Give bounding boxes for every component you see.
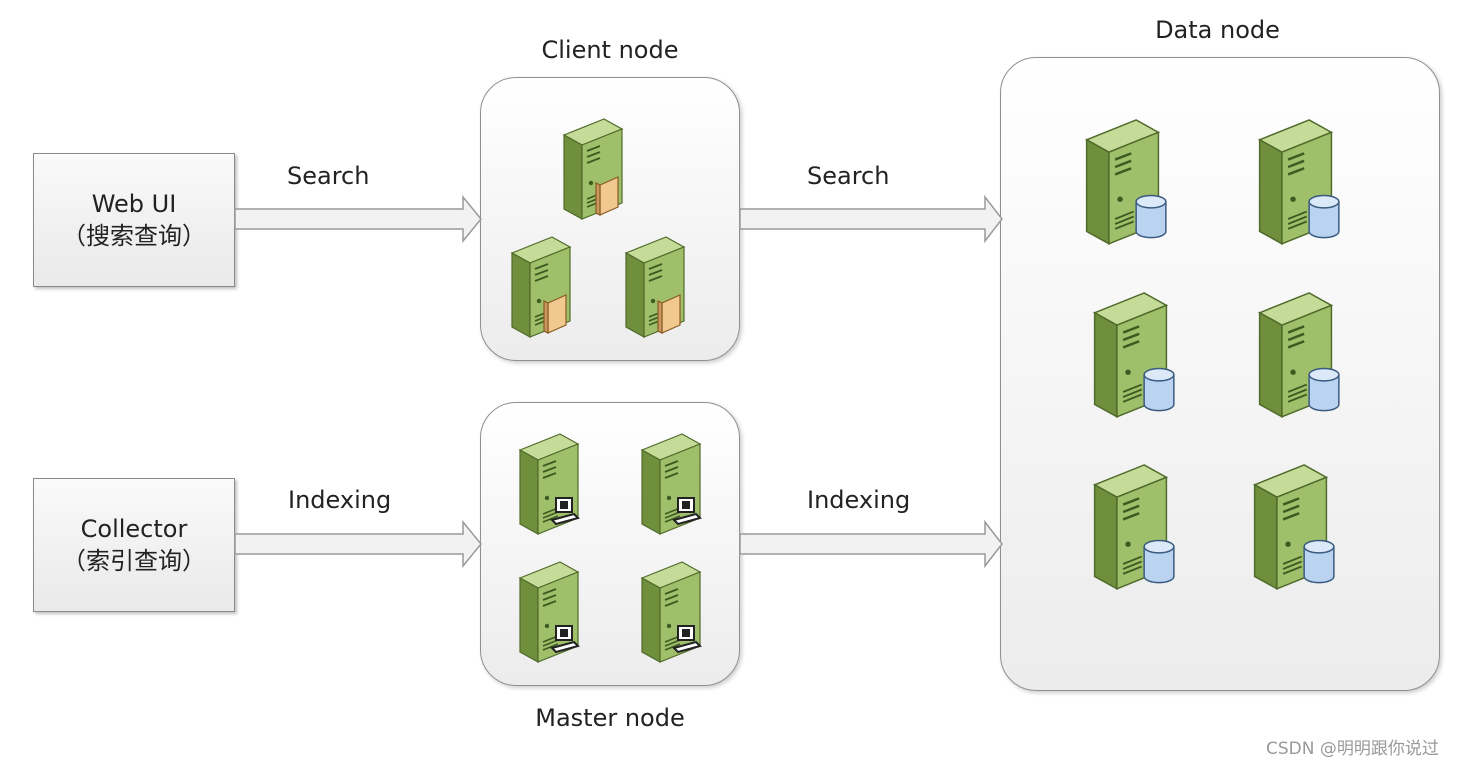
search-label-right: Search (807, 162, 890, 190)
web-ui-title: Web UI (91, 190, 177, 218)
data-node-title: Data node (1155, 16, 1280, 44)
client-server-3 (625, 236, 685, 338)
client-server-1 (563, 118, 623, 220)
data-node-group (1000, 57, 1440, 691)
master-server-3 (519, 561, 579, 663)
indexing-arrow-left (234, 519, 482, 569)
data-server-4 (1258, 291, 1340, 418)
data-server-2 (1258, 118, 1340, 245)
search-arrow-left (234, 194, 482, 244)
watermark: CSDN @明明跟你说过 (1266, 739, 1439, 759)
data-server-1 (1085, 118, 1167, 245)
search-arrow-right (739, 194, 1003, 244)
master-server-1 (519, 433, 579, 535)
search-label-left: Search (287, 162, 370, 190)
master-node-title: Master node (535, 704, 685, 732)
data-server-6 (1253, 463, 1335, 590)
collector-title: Collector (80, 515, 188, 543)
master-server-2 (641, 433, 701, 535)
collector-subtitle: （索引查询） (62, 547, 206, 575)
web-ui-subtitle: （搜索查询） (62, 222, 206, 250)
data-server-5 (1093, 463, 1175, 590)
data-server-3 (1093, 291, 1175, 418)
indexing-label-right: Indexing (807, 486, 911, 514)
collector-box: Collector （索引查询） (33, 478, 235, 612)
master-server-4 (641, 561, 701, 663)
indexing-arrow-right (739, 519, 1003, 569)
client-server-2 (511, 236, 571, 338)
web-ui-box: Web UI （搜索查询） (33, 153, 235, 287)
client-node-title: Client node (541, 36, 679, 64)
indexing-label-left: Indexing (288, 486, 392, 514)
